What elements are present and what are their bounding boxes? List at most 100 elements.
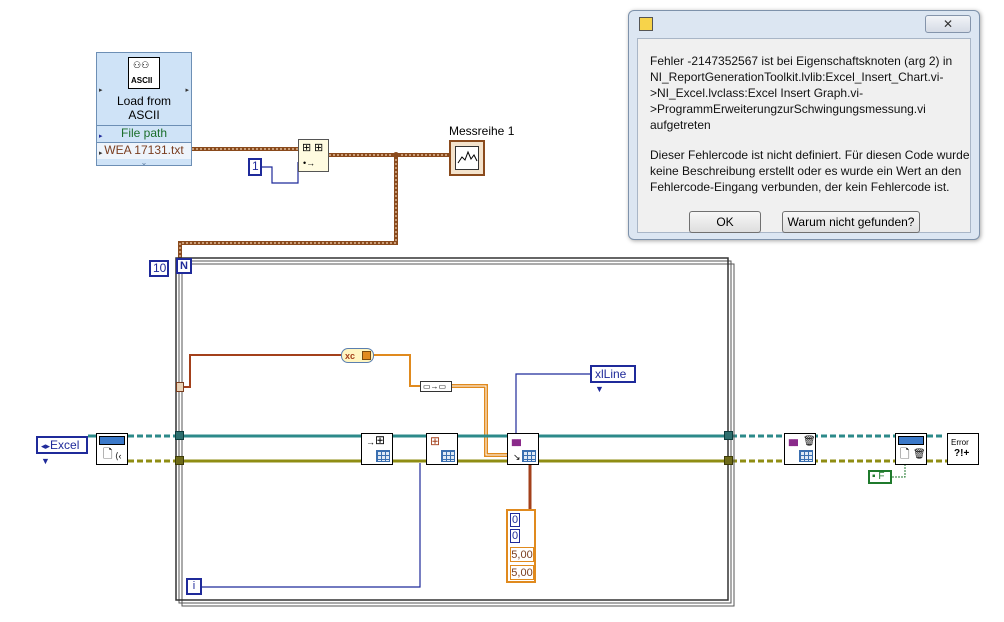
array-grid-icon-2: ⊞	[314, 142, 324, 154]
iteration-terminal[interactable]: i	[186, 578, 202, 595]
table-icon	[376, 450, 390, 462]
arrow-right-icon: ▸	[185, 87, 189, 94]
simple-error-handler-vi[interactable]: Error ?!+	[947, 433, 979, 465]
trash-icon: 🗑	[803, 436, 816, 447]
bar-chart-icon-2: ▮▮▮	[788, 437, 799, 447]
why-not-found-button[interactable]: Warum nicht gefunden?	[782, 211, 920, 233]
graph-label: Messreihe 1	[449, 124, 515, 138]
report-header-icon	[99, 436, 125, 445]
excel-insert-graph-vi[interactable]: ▮▮▮ ↘	[507, 433, 539, 465]
table-icon-4	[799, 450, 813, 462]
cube-grid-icon: ⊞	[430, 434, 441, 448]
dynamic-data-wire[interactable]	[178, 147, 452, 262]
indexing-tunnel[interactable]	[176, 382, 184, 392]
document-icon-2: 🗋	[900, 447, 910, 461]
error-message-line6: Dieser Fehlercode ist nicht definiert. F…	[650, 148, 970, 162]
expand-chevron-icon[interactable]: ⌄	[140, 158, 148, 167]
graph-plot-icon	[455, 146, 479, 170]
index-pointer-icon: •→	[303, 158, 316, 168]
bundle-node[interactable]: ▭→▭	[420, 381, 452, 392]
error-message-line8: Fehlercode-Eingang verbunden, der kein F…	[650, 180, 950, 194]
express-vi-title-line1: Load from	[116, 94, 172, 108]
labview-icon	[639, 17, 653, 31]
file-path-terminal[interactable]: ▸ File path	[97, 125, 191, 142]
glasses-glyph: ⚇⚇	[133, 60, 150, 70]
load-from-ascii-express-vi[interactable]: ⚇⚇ ASCII ▸ ▸ Load from ASCII ▸ File path…	[96, 52, 192, 167]
ascii-icon-label: ASCII	[131, 76, 153, 85]
bracket-icon: ⟨‹	[115, 451, 122, 461]
error-message-line5: aufgetreten	[650, 118, 711, 132]
index-constant[interactable]: 1	[248, 158, 262, 176]
output-arrow-icon: ▸	[99, 150, 103, 157]
error-icon-label: Error	[951, 438, 969, 447]
property-output-icon	[362, 351, 371, 360]
express-vi-title: Load from ASCII	[97, 94, 191, 122]
chart-type-value: xlLine	[595, 367, 627, 381]
position-array-constant[interactable]: 0 0 5,00 5,00	[506, 509, 536, 583]
file-path-output[interactable]: ▸ WEA 17131.txt	[97, 142, 191, 159]
string-wire[interactable]	[181, 354, 343, 388]
error-message-line7: keine Beschreibung erstellt oder es wurd…	[650, 164, 962, 178]
table-icon-3	[522, 450, 536, 462]
tunnel-left-reference[interactable]	[175, 431, 184, 440]
waveform-icon	[457, 150, 478, 164]
array-element-2[interactable]: 5,00	[510, 547, 534, 562]
property-node-icon: xc	[345, 351, 356, 361]
insert-arrow-icon-2: ↘	[513, 452, 521, 462]
close-icon: ✕	[942, 17, 954, 31]
loop-count-constant[interactable]: 10	[149, 260, 169, 277]
chart-type-wire[interactable]	[515, 373, 590, 434]
input-arrow-icon: ▸	[99, 133, 103, 140]
excel-get-data-vi[interactable]: ⊞	[426, 433, 458, 465]
for-loop-structure[interactable]	[175, 257, 735, 607]
array-element-0[interactable]: 0	[510, 513, 520, 527]
index-wire[interactable]	[262, 162, 299, 184]
new-report-vi[interactable]: 🗋 ⟨‹	[96, 433, 128, 465]
enum-arrow-left-icon: ◂▸	[41, 441, 51, 451]
ok-button[interactable]: OK	[689, 211, 761, 233]
array-element-3[interactable]: 5,00	[510, 565, 534, 580]
error-message-line3: >NI_Excel.lvclass:Excel Insert Graph.vi-	[650, 86, 864, 100]
loop-count-terminal[interactable]: N	[176, 258, 192, 274]
bool-wire[interactable]	[892, 463, 906, 478]
excel-delete-graph-vi[interactable]: ▮▮▮ 🗑	[784, 433, 816, 465]
error-dialog: ✕ Fehler -2147352567 ist bei Eigenschaft…	[628, 10, 980, 240]
report-type-value: Excel	[50, 438, 80, 452]
array-grid-icon: ⊞	[302, 142, 312, 154]
property-node[interactable]: xc	[341, 348, 374, 363]
excel-insert-table-vi[interactable]: → ⊞	[361, 433, 393, 465]
tunnel-right-reference[interactable]	[724, 431, 733, 440]
table-icon-2	[441, 450, 455, 462]
report-header-icon-2	[898, 436, 924, 445]
ascii-file-icon: ⚇⚇ ASCII	[128, 57, 160, 89]
waveform-graph-terminal[interactable]	[449, 140, 485, 176]
orange-wire[interactable]	[373, 354, 420, 387]
error-message-line4: >ProgrammErweiterungzurSchwingungsmessun…	[650, 102, 926, 116]
trash-icon-2: 🗑	[913, 449, 926, 460]
array-element-1[interactable]: 0	[510, 529, 520, 543]
grid-icon: ⊞	[375, 433, 386, 447]
tunnel-right-error[interactable]	[724, 456, 733, 465]
error-message-line1: Fehler -2147352567 ist bei Eigenschaftsk…	[650, 54, 953, 68]
file-path-value: WEA 17131.txt	[104, 143, 184, 157]
file-path-label: File path	[120, 126, 168, 140]
tunnel-left-error[interactable]	[175, 456, 184, 465]
close-button[interactable]: ✕	[925, 15, 971, 33]
index-array-node[interactable]: ⊞ ⊞ •→	[298, 139, 329, 172]
close-report-boolean[interactable]: ▪ F	[868, 470, 892, 484]
arrow-left-icon: ▸	[99, 87, 103, 94]
express-vi-title-line2: ASCII	[128, 108, 160, 122]
iteration-wire[interactable]	[201, 463, 421, 588]
error-message: Fehler -2147352567 ist bei Eigenschaftsk…	[650, 53, 970, 195]
boolean-indicator-icon: ▪	[872, 471, 879, 482]
dialog-body: Fehler -2147352567 ist bei Eigenschaftsk…	[637, 38, 971, 233]
chart-type-enum[interactable]: xlLine ▼	[590, 365, 636, 394]
boolean-value: F	[878, 471, 885, 482]
error-message-line2: NI_ReportGenerationToolkit.lvlib:Excel_I…	[650, 70, 944, 84]
dispose-report-vi[interactable]: 🗋 🗑	[895, 433, 927, 465]
report-type-enum[interactable]: ◂▸Excel ▼	[36, 436, 88, 466]
bundle-icon: ▭→▭	[423, 382, 447, 391]
dropdown-arrow-icon: ▼	[41, 456, 50, 466]
dropdown-arrow-icon-2: ▼	[595, 384, 604, 394]
insert-arrow-icon: →	[366, 437, 375, 447]
